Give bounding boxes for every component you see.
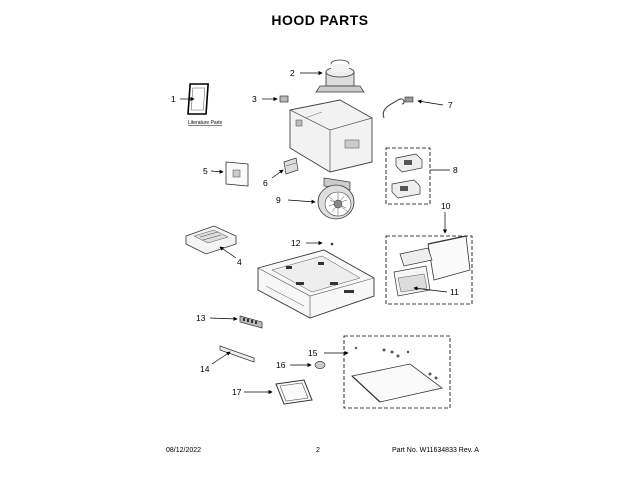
callout-7: 7 bbox=[448, 100, 453, 110]
part-13-led-light bbox=[239, 315, 263, 329]
part-10-filter-kit bbox=[385, 235, 473, 305]
part-5-plate bbox=[225, 161, 249, 187]
part-7-power-cord bbox=[382, 96, 414, 119]
callout-15: 15 bbox=[308, 348, 318, 358]
part-16-knob bbox=[314, 361, 326, 369]
callout-8: 8 bbox=[453, 165, 458, 175]
callout-12: 12 bbox=[291, 238, 301, 248]
part-12-screw bbox=[330, 242, 334, 246]
part-2-duct-collar bbox=[315, 59, 365, 93]
callout-14: 14 bbox=[200, 364, 210, 374]
callout-2: 2 bbox=[290, 68, 295, 78]
footer-part-number: Part No. W11634833 Rev. A bbox=[392, 447, 479, 454]
part-15-grease-filter bbox=[343, 335, 451, 409]
callout-5: 5 bbox=[203, 166, 208, 176]
part-4-control-panel bbox=[185, 225, 237, 255]
callout-11: 11 bbox=[450, 287, 459, 297]
literature-parts-label: Literature Parts bbox=[188, 120, 223, 126]
part-1-literature: Literature Parts bbox=[187, 83, 223, 126]
callout-13: 13 bbox=[196, 313, 206, 323]
callout-17: 17 bbox=[232, 387, 242, 397]
part-17-charcoal-filter bbox=[275, 379, 313, 405]
hood-bottom-frame bbox=[257, 249, 375, 319]
page-title: HOOD PARTS bbox=[271, 12, 369, 28]
callout-6: 6 bbox=[263, 178, 268, 188]
callout-4: 4 bbox=[237, 257, 242, 267]
part-14-light-trim bbox=[219, 345, 255, 363]
part-8-control-modules bbox=[385, 147, 431, 205]
hood-housing bbox=[289, 99, 373, 173]
footer-page-number: 2 bbox=[316, 447, 320, 454]
footer-date: 08/12/2022 bbox=[166, 447, 202, 454]
part-9-blower bbox=[317, 177, 355, 220]
callout-10: 10 bbox=[441, 201, 451, 211]
callout-3: 3 bbox=[252, 94, 257, 104]
part-3-clip bbox=[279, 95, 289, 103]
callout-1: 1 bbox=[171, 94, 176, 104]
part-6-bracket bbox=[283, 157, 299, 175]
callout-9: 9 bbox=[276, 195, 281, 205]
callout-16: 16 bbox=[276, 360, 286, 370]
